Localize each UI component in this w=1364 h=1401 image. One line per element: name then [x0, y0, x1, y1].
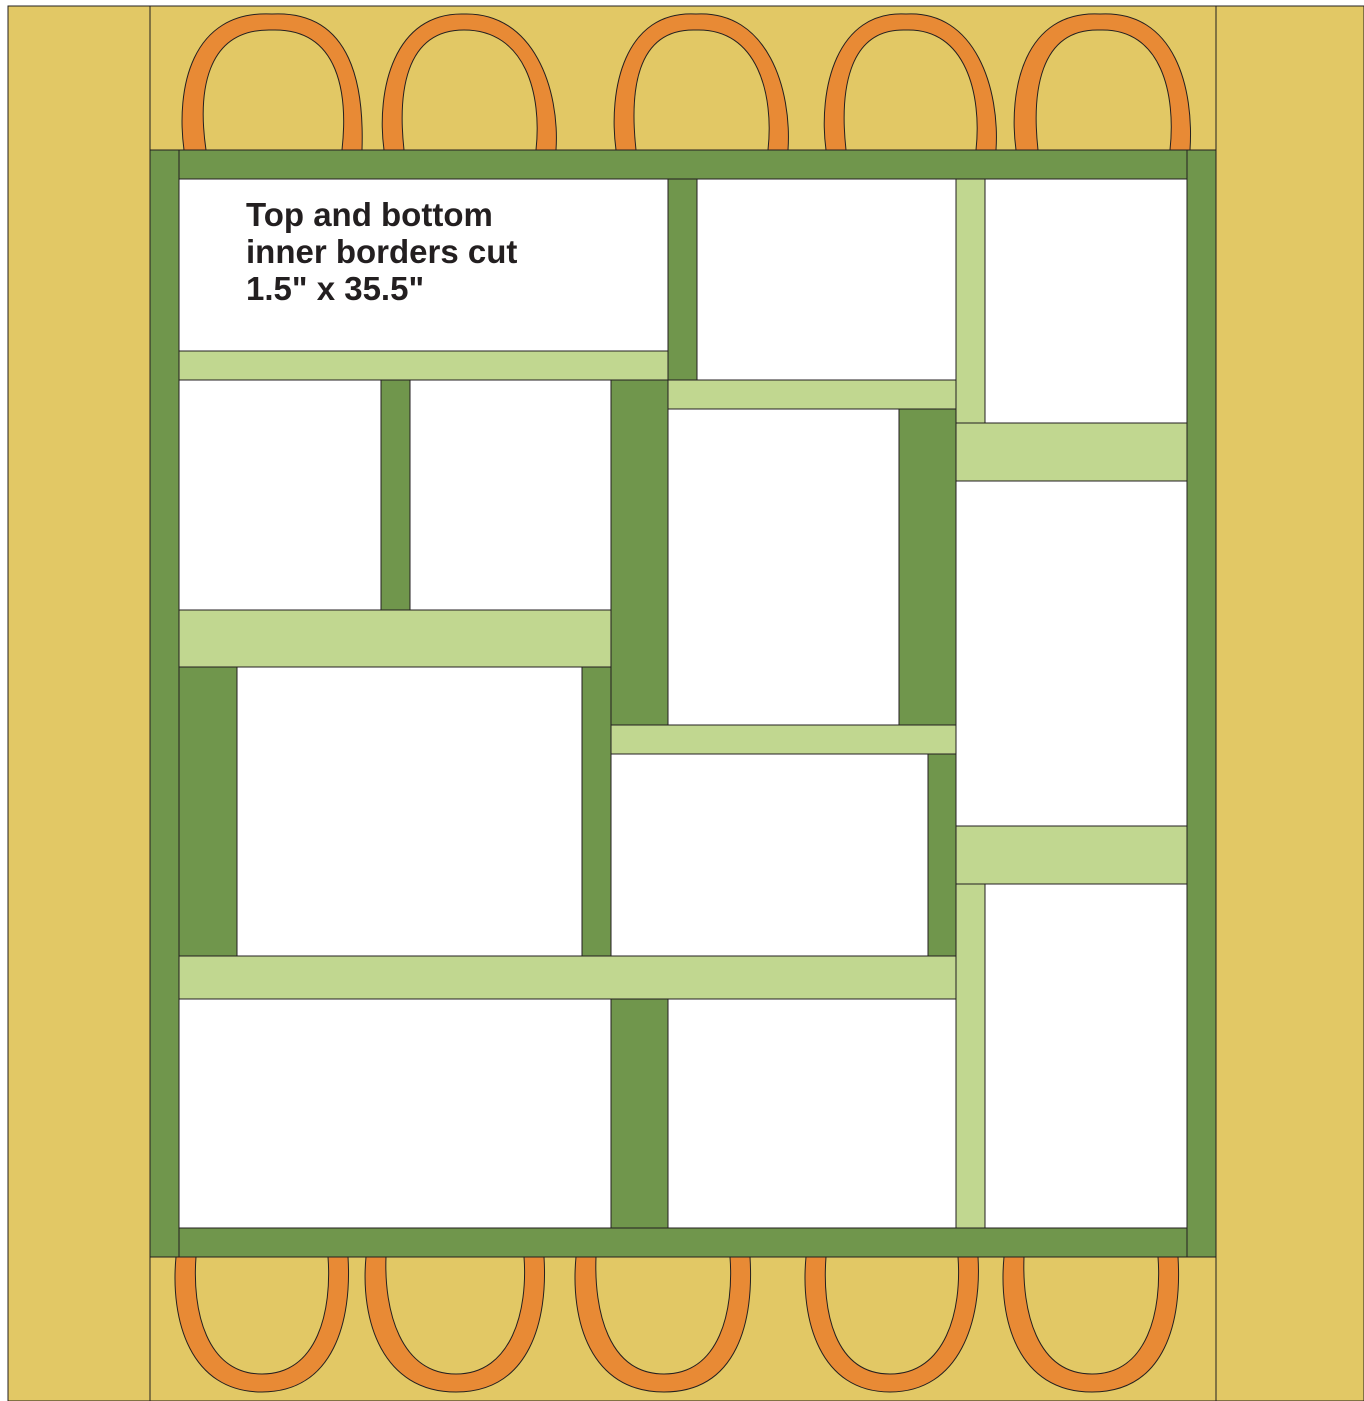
inner-border-top	[150, 150, 1216, 179]
block	[668, 999, 956, 1228]
inner-border-annotation: Top and bottom inner borders cut 1.5" x …	[246, 196, 646, 307]
sashing-dark	[899, 409, 956, 725]
sashing-dark	[179, 667, 237, 956]
sashing-light	[956, 179, 985, 423]
quilt-field	[179, 179, 1187, 1228]
sashing-light	[611, 725, 956, 754]
sashing-dark	[668, 179, 697, 380]
sashing-dark	[611, 380, 668, 725]
block	[179, 380, 381, 610]
block	[956, 481, 1187, 826]
annotation-line-2: inner borders cut	[246, 233, 646, 270]
block	[611, 754, 928, 956]
sashing-dark	[381, 380, 410, 610]
sashing-light	[956, 826, 1187, 884]
sashing-light	[179, 610, 611, 667]
inner-border-right	[1187, 150, 1216, 1257]
block	[237, 667, 582, 956]
right-outer-border	[1216, 6, 1364, 1401]
left-outer-border	[8, 6, 150, 1401]
block	[985, 884, 1187, 1228]
block	[985, 179, 1187, 423]
block	[179, 999, 611, 1228]
inner-border-left	[150, 150, 179, 1257]
sashing-dark	[611, 999, 668, 1228]
annotation-line-1: Top and bottom	[246, 196, 646, 233]
sashing-dark	[928, 754, 956, 956]
sashing-light	[668, 380, 956, 409]
annotation-line-3: 1.5" x 35.5"	[246, 270, 646, 307]
block	[410, 380, 611, 610]
sashing-dark	[582, 667, 611, 956]
sashing-light	[956, 884, 985, 1228]
block	[697, 179, 956, 380]
inner-border-bottom	[150, 1228, 1216, 1257]
sashing-light	[956, 423, 1187, 481]
block	[668, 409, 899, 725]
sashing-light	[179, 956, 956, 999]
sashing-light	[179, 351, 668, 380]
